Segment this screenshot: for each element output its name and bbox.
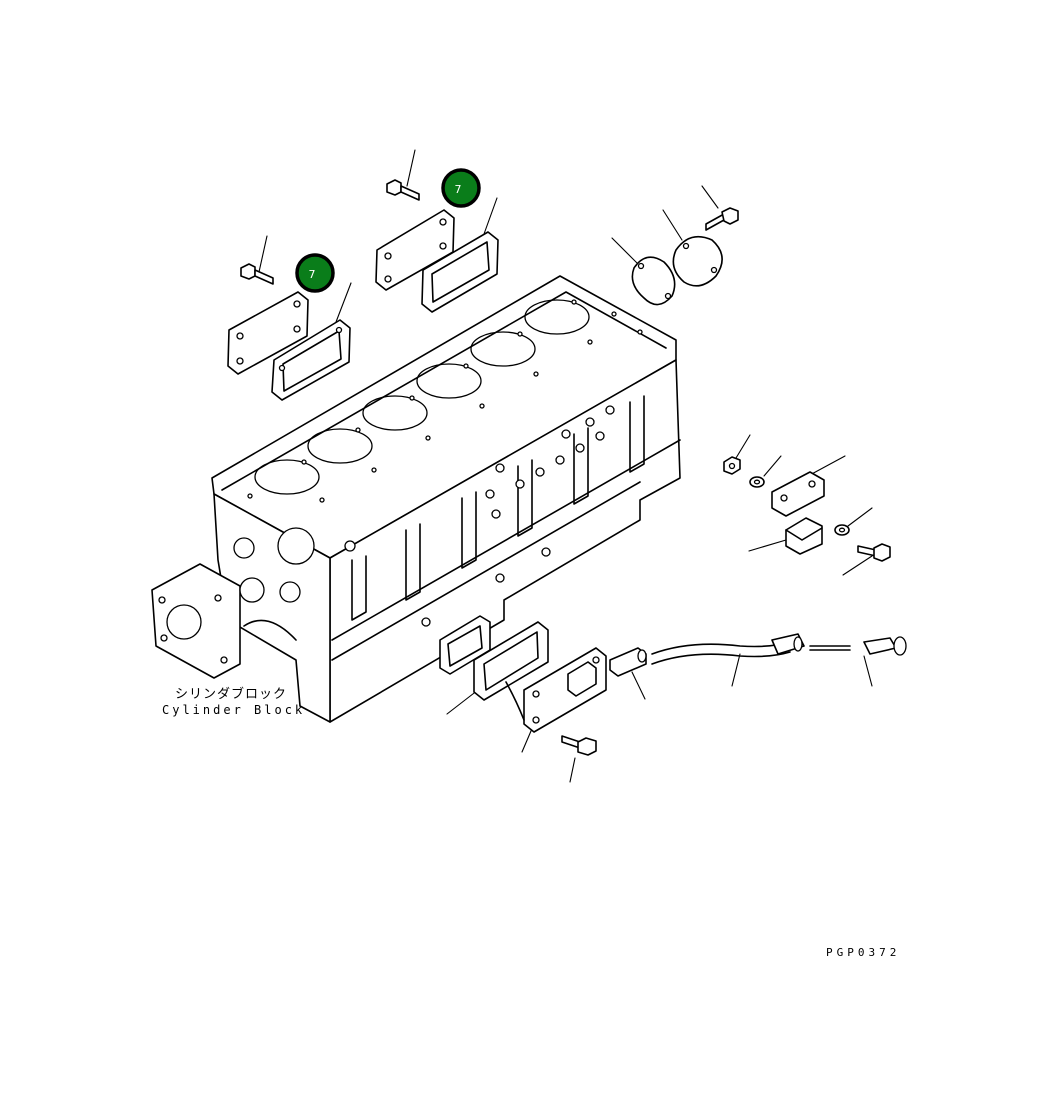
cylinder-block xyxy=(151,275,681,723)
tube-connector xyxy=(609,647,647,677)
side-ribs xyxy=(331,395,681,661)
callout-7-lower[interactable]: 7 xyxy=(295,253,335,293)
callout-7-upper[interactable]: 7 xyxy=(441,168,481,208)
side-cover-upper xyxy=(375,179,499,313)
bolt-icon xyxy=(240,263,274,285)
side-bosses xyxy=(344,405,615,627)
washer-icon xyxy=(834,524,850,536)
right-fittings xyxy=(723,456,891,562)
rear-covers xyxy=(631,207,739,306)
callout-label: 7 xyxy=(309,268,316,281)
lower-assembly xyxy=(473,621,907,756)
washer-icon xyxy=(749,476,765,488)
nut-icon xyxy=(723,456,741,475)
callout-label: 7 xyxy=(455,183,462,196)
leader-lines xyxy=(258,149,873,783)
bolt-icon xyxy=(705,207,739,231)
clamp-bracket xyxy=(771,471,825,517)
figure-code: PGP0372 xyxy=(826,946,901,959)
deck-bolt-holes xyxy=(247,299,643,503)
bolt-icon xyxy=(857,543,891,562)
block-spacer xyxy=(785,517,823,555)
dipstick xyxy=(809,636,907,656)
part-name-english: Cylinder Block xyxy=(162,703,306,717)
part-name-japanese: シリンダブロック xyxy=(175,687,288,702)
bolt-icon xyxy=(386,179,420,201)
bolt-icon xyxy=(561,735,597,756)
side-cover-left xyxy=(227,263,351,401)
dipstick-tube xyxy=(651,633,805,665)
